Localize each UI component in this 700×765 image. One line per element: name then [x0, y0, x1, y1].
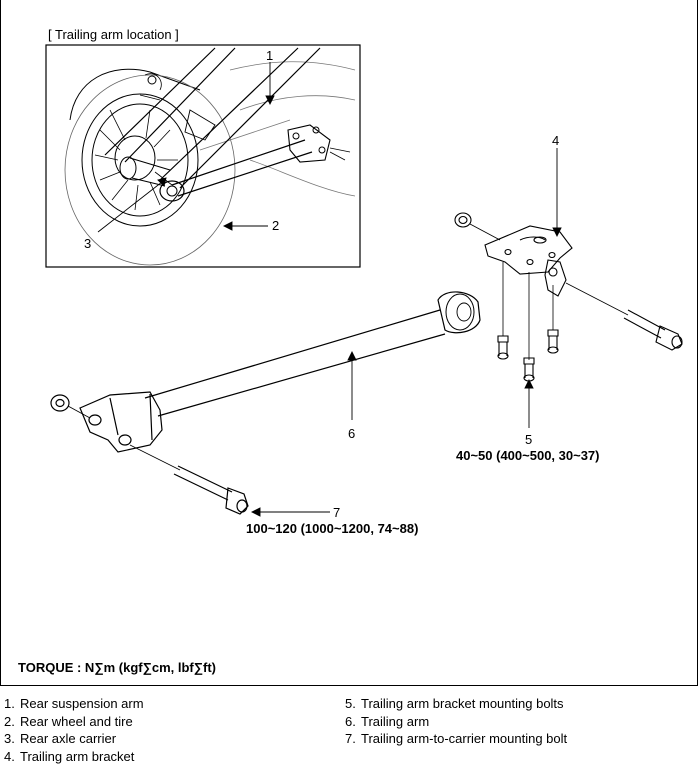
legend-item-label: Trailing arm-to-carrier mounting bolt — [361, 731, 567, 746]
legend-item: 5.Trailing arm bracket mounting bolts — [345, 695, 567, 713]
legend-item-label: Rear suspension arm — [20, 696, 144, 711]
callout-3: 3 — [84, 236, 91, 251]
legend-item-number: 2. — [4, 713, 20, 731]
legend-item-number: 4. — [4, 748, 20, 765]
callout-1: 1 — [266, 48, 273, 63]
exploded-view-illustration — [0, 0, 700, 686]
legend-item-label: Trailing arm — [361, 714, 429, 729]
callout-5: 5 — [525, 432, 532, 447]
legend-right-column: 5.Trailing arm bracket mounting bolts 6.… — [345, 695, 567, 748]
legend-left-column: 1.Rear suspension arm 2.Rear wheel and t… — [4, 695, 144, 765]
bracket-assembly — [455, 213, 682, 381]
legend-item: 3.Rear axle carrier — [4, 730, 144, 748]
torque-spec-carrier-bolt: 100~120 (1000~1200, 74~88) — [246, 521, 418, 536]
legend-item-number: 6. — [345, 713, 361, 731]
trailing-arm — [51, 292, 480, 514]
legend-item-label: Rear axle carrier — [20, 731, 116, 746]
legend-item-number: 5. — [345, 695, 361, 713]
callout-7: 7 — [333, 505, 340, 520]
callout-6: 6 — [348, 426, 355, 441]
legend-item: 2.Rear wheel and tire — [4, 713, 144, 731]
inset-drawing — [65, 48, 355, 265]
legend-item-label: Trailing arm bracket — [20, 749, 134, 764]
legend-item-number: 1. — [4, 695, 20, 713]
legend-item: 1.Rear suspension arm — [4, 695, 144, 713]
torque-heading: TORQUE : N∑m (kgf∑cm, lbf∑ft) — [18, 660, 216, 675]
inset-leaders — [98, 62, 274, 232]
legend-item-label: Rear wheel and tire — [20, 714, 133, 729]
legend-item: 6.Trailing arm — [345, 713, 567, 731]
legend-item: 7.Trailing arm-to-carrier mounting bolt — [345, 730, 567, 748]
legend-item-label: Trailing arm bracket mounting bolts — [361, 696, 564, 711]
callout-4: 4 — [552, 133, 559, 148]
location-inset-title: [ Trailing arm location ] — [48, 27, 179, 42]
legend-item: 4.Trailing arm bracket — [4, 748, 144, 765]
callout-2: 2 — [272, 218, 279, 233]
legend-item-number: 3. — [4, 730, 20, 748]
location-inset-box — [46, 45, 360, 267]
legend-item-number: 7. — [345, 730, 361, 748]
torque-spec-bracket-bolts: 40~50 (400~500, 30~37) — [456, 448, 600, 463]
